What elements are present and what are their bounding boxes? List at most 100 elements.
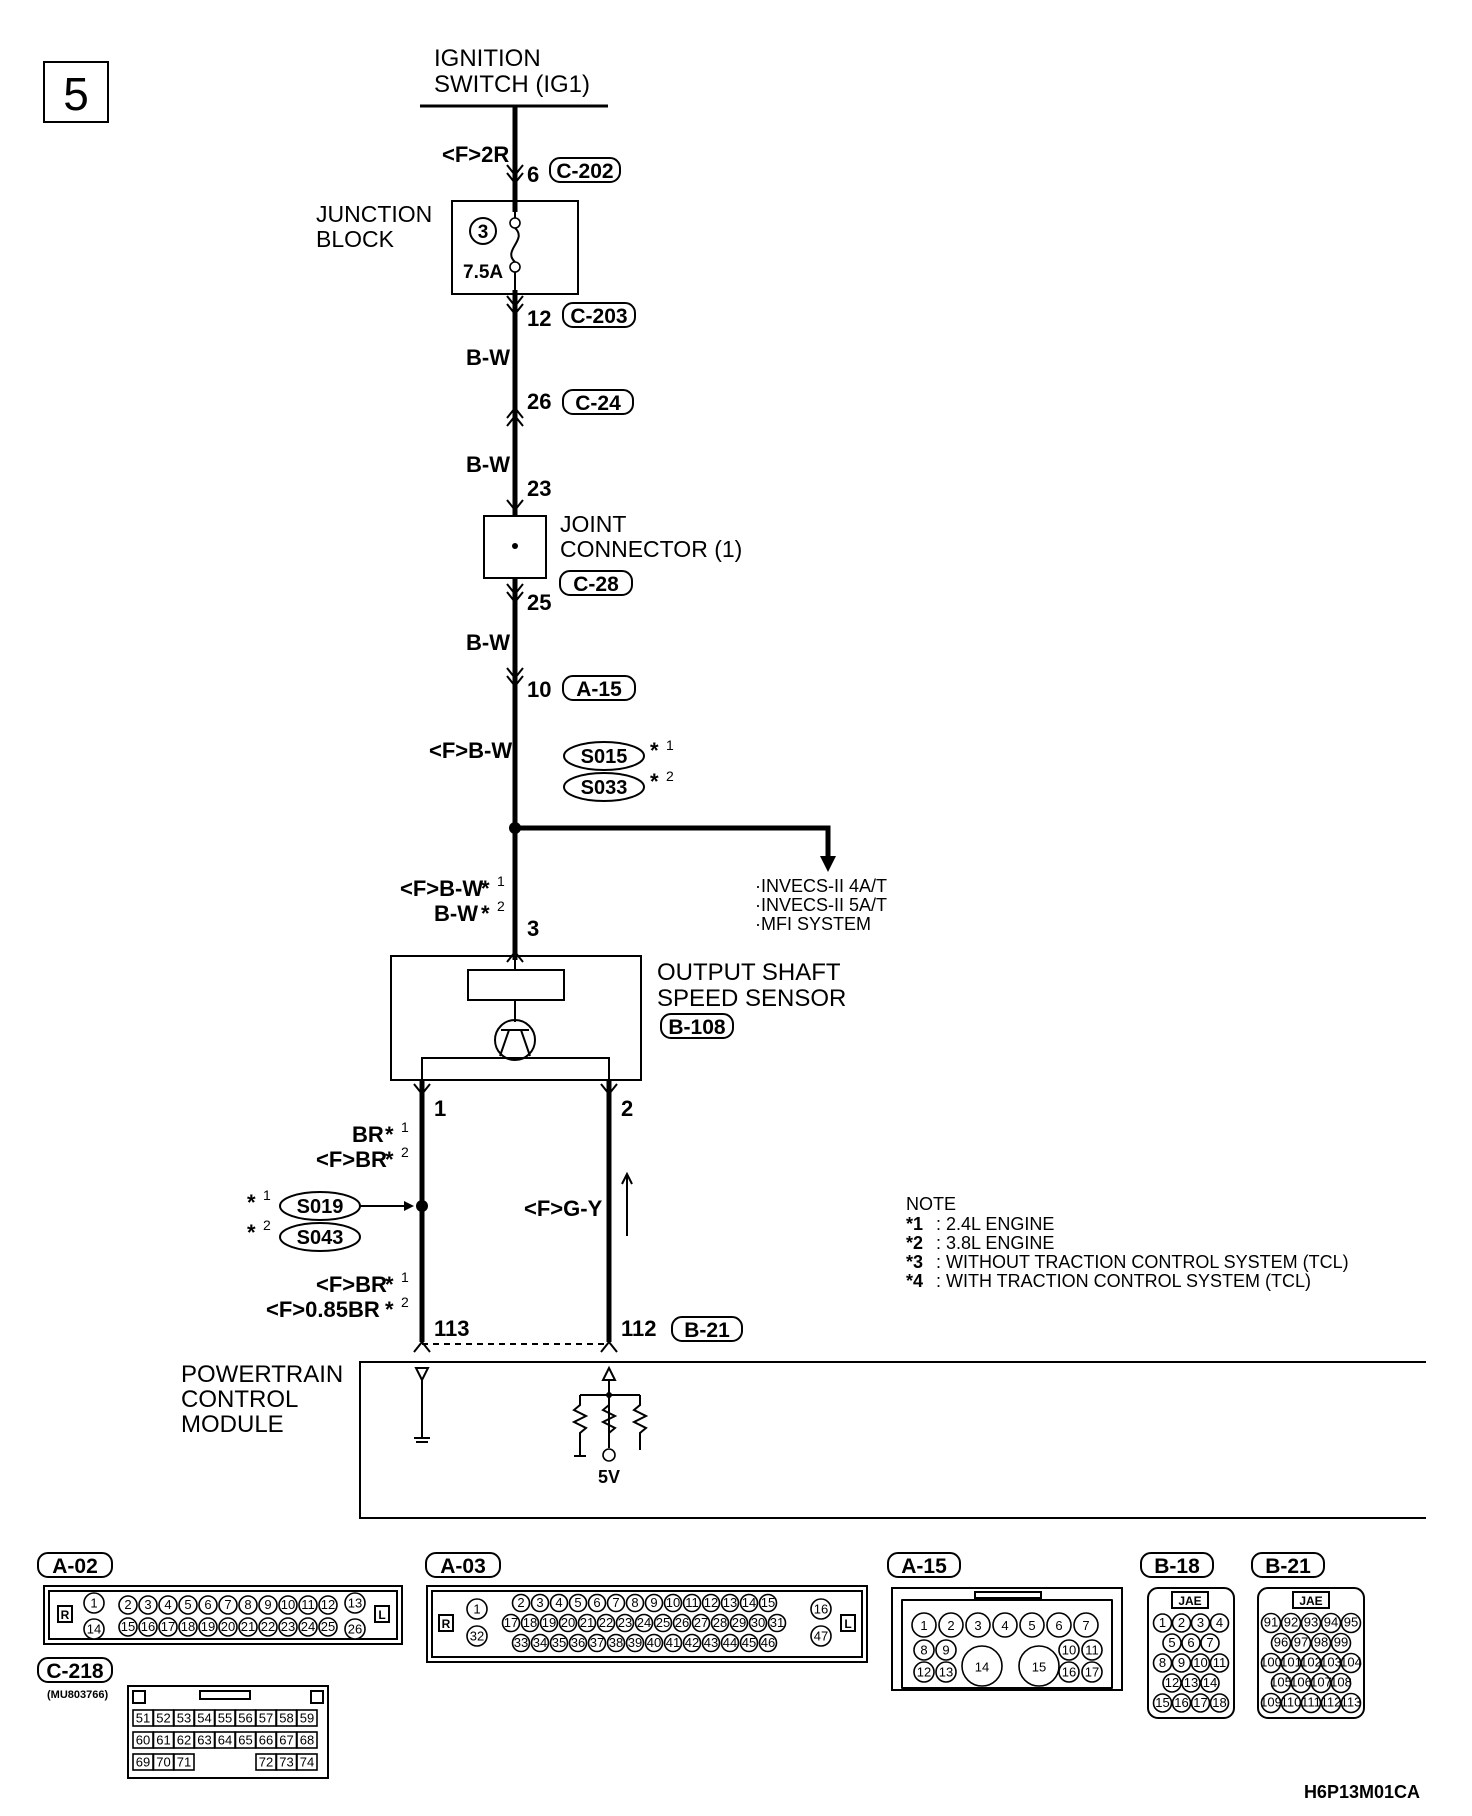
- connector-pin-number: 112: [1321, 1695, 1342, 1710]
- note-text: : 2.4L ENGINE: [936, 1214, 1054, 1234]
- connector-pin-cell: [1181, 1633, 1201, 1653]
- connector-pin-number: 35: [552, 1635, 566, 1650]
- connector-pin-cell: [1330, 1632, 1352, 1654]
- connector-id: B-21: [684, 1319, 730, 1342]
- note-mark: *2: [906, 1233, 923, 1253]
- connector-pin-number: 34: [533, 1635, 547, 1650]
- connector-pin-number: 6: [1187, 1635, 1194, 1650]
- connector-pin-cell: [296, 1753, 318, 1771]
- connector-pin-cell: [118, 1617, 138, 1637]
- connector-pin-cell: [606, 1633, 626, 1653]
- connector-pin-cell: [344, 1592, 366, 1614]
- connector-pin-cell: [710, 1613, 730, 1633]
- connector-pin-number: 14: [87, 1621, 101, 1636]
- connector-pin-number: 28: [713, 1615, 727, 1630]
- connector-pin-cell: [913, 1639, 935, 1661]
- connector-pin-number: 47: [814, 1628, 828, 1643]
- connector-pin-number: 102: [1300, 1655, 1322, 1670]
- connector-pin-cell: [682, 1633, 702, 1653]
- connector-pin-cell: [1290, 1672, 1312, 1694]
- connector-pin: 25: [527, 590, 551, 615]
- connector-id: A-03: [440, 1555, 486, 1578]
- connector-pin-number: 10: [1193, 1655, 1207, 1670]
- connector-pin-number: 15: [761, 1595, 775, 1610]
- footnote-number: 2: [497, 898, 505, 914]
- connector-pin-cell: [530, 1593, 550, 1613]
- connector-pin-number: 65: [238, 1732, 252, 1747]
- connector-pin-cell: [83, 1592, 105, 1614]
- connector-pin-cell: [158, 1595, 178, 1615]
- connector-pin-number: 109: [1260, 1695, 1282, 1710]
- connector-pin-cell: [178, 1595, 198, 1615]
- connector-pin-cell: [596, 1613, 616, 1633]
- connector-pin-cell: [767, 1613, 787, 1633]
- footnote-number: 1: [401, 1269, 409, 1285]
- connector-pin: 6: [527, 162, 539, 187]
- connector-pin-number: 31: [770, 1615, 784, 1630]
- connector-pin-cell: [520, 1613, 540, 1633]
- connector-pin-number: 24: [637, 1615, 651, 1630]
- connector-pin-number: 103: [1320, 1655, 1342, 1670]
- connector-pin-number: 26: [348, 1621, 362, 1636]
- connector-pin-number: 18: [181, 1619, 195, 1634]
- connector-id: B-21: [1265, 1555, 1311, 1578]
- connector-tag-c28: [559, 570, 633, 596]
- connector-tag-a15: [562, 675, 636, 701]
- connector-pin-number: 110: [1281, 1695, 1302, 1710]
- sensor-label-1: OUTPUT SHAFT: [657, 959, 841, 986]
- connector-id: A-15: [901, 1555, 947, 1578]
- footnote-number: 1: [263, 1187, 271, 1203]
- branch-target: ·MFI SYSTEM: [755, 914, 871, 934]
- connector-pin-cell: [810, 1598, 832, 1620]
- connector-pin: 113: [434, 1316, 470, 1341]
- connector-id: C-202: [556, 160, 613, 183]
- page-number-box: [43, 61, 109, 123]
- branch-wire: [515, 825, 831, 860]
- connector-tag-c203: [562, 302, 636, 328]
- connector-pin-number: 104: [1340, 1655, 1362, 1670]
- connector-pin-number: 8: [920, 1643, 927, 1658]
- wire-color-label: <F>BR: [316, 1272, 387, 1297]
- connector-pin-number: 43: [704, 1635, 718, 1650]
- connector-pin-cell: [615, 1613, 635, 1633]
- connector-pin-number: 9: [650, 1595, 657, 1610]
- splice-node: [416, 1200, 428, 1212]
- wire-color-label: B-W: [466, 630, 510, 655]
- sensor-label-2: SPEED SENSOR: [657, 985, 846, 1012]
- connector-pin-number: 58: [279, 1710, 293, 1725]
- connector-pin-number: 3: [974, 1618, 981, 1633]
- footnote-number: 1: [497, 873, 505, 889]
- connector-pin-number: 13: [723, 1595, 737, 1610]
- connector-pin-cell: [344, 1618, 366, 1640]
- wire-color-label: B-W: [434, 901, 478, 926]
- connector-pin-number: 66: [259, 1732, 273, 1747]
- connector-pin-number: 9: [264, 1597, 271, 1612]
- connector-pin-number: 3: [144, 1597, 151, 1612]
- joint-connector-label-1: JOINT: [560, 511, 626, 537]
- connector-pin-number: 27: [694, 1615, 708, 1630]
- connector-pin-number: 45: [742, 1635, 756, 1650]
- connector-pin-cell: [1171, 1693, 1192, 1713]
- connector-pin-number: 18: [523, 1615, 537, 1630]
- connector-pin-number: 59: [300, 1710, 314, 1725]
- connector-pin-cell: [739, 1593, 759, 1613]
- pcm-label-3: MODULE: [181, 1411, 284, 1438]
- connector-pin-cell: [1340, 1612, 1362, 1634]
- connector-pin-cell: [935, 1661, 957, 1683]
- connector-pin-cell: [682, 1593, 702, 1613]
- connector-pin-number: 14: [975, 1659, 989, 1674]
- connector-pin-number: 25: [656, 1615, 670, 1630]
- connector-pin-number: 6: [204, 1597, 211, 1612]
- connector-pin-number: 64: [218, 1732, 232, 1747]
- connector-pin-number: 21: [580, 1615, 594, 1630]
- connector-pin-number: 14: [742, 1595, 756, 1610]
- connector-pin-cell: [1320, 1692, 1342, 1714]
- footnote-mark: *: [247, 1220, 256, 1245]
- connector-pin-cell: [1081, 1639, 1103, 1661]
- connector-pin-cell: [466, 1598, 488, 1620]
- connector-pin-number: 6: [593, 1595, 600, 1610]
